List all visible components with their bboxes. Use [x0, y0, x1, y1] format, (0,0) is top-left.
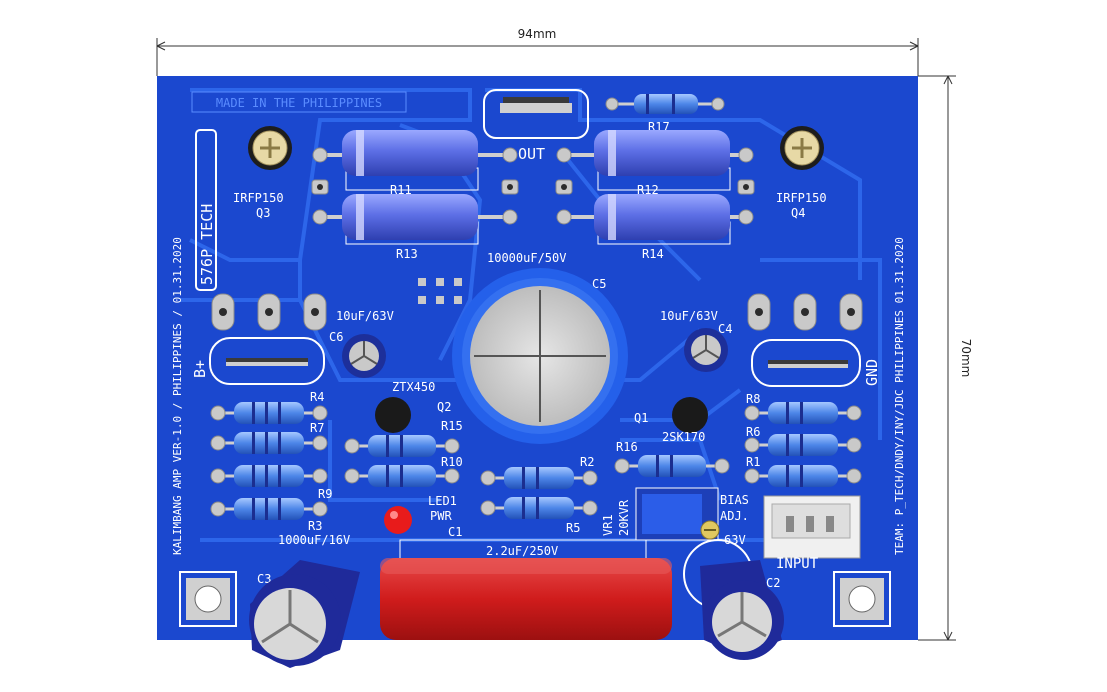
resistor-r3: R3	[210, 498, 328, 533]
label-r5: R5	[566, 521, 580, 535]
terminal-bplus: B+	[191, 293, 327, 385]
transistor-q1: Q1 2SK170	[634, 397, 708, 444]
label-c2: C2	[766, 576, 780, 590]
made-in-box	[191, 91, 407, 113]
label-q4: Q4	[791, 206, 805, 220]
label-r11: R11	[390, 183, 412, 197]
label-c1-value: 2.2uF/250V	[486, 544, 558, 558]
label-r13: R13	[396, 247, 418, 261]
out-connector: OUT	[483, 89, 589, 163]
label-c5-value: 10000uF/50V	[487, 251, 566, 265]
resistor-r6: R6	[744, 425, 862, 456]
label-input: INPUT	[776, 556, 819, 572]
label-c2-value: 63V	[724, 533, 746, 547]
transistor-q2: ZTX450 Q2	[375, 380, 451, 433]
width-label: 94mm	[518, 27, 557, 41]
label-c6: C6	[329, 330, 343, 344]
resistor-r9-upper: R9	[210, 465, 332, 501]
resistor-r1: R1	[744, 455, 862, 487]
capacitor-c5: 10000uF/50V C5	[452, 251, 628, 444]
label-r10: R10	[441, 455, 463, 469]
right-vertical-text: TEAM: P_TECH/DNDY/INY/JDC PHILIPPINES 01…	[893, 237, 906, 555]
screw-q4	[780, 126, 824, 170]
label-r15: R15	[441, 419, 463, 433]
label-r14: R14	[642, 247, 664, 261]
mount-hole-left	[179, 571, 237, 627]
label-bias: BIAS	[720, 493, 749, 507]
capacitor-c2: 63V C2	[683, 533, 784, 660]
resistor-r13: R13	[312, 194, 518, 261]
capacitor-c6: 10uF/63V C6	[329, 309, 394, 378]
resistor-bank-right: R8 R6 R1	[744, 392, 862, 487]
height-dimension: 70mm	[918, 75, 973, 641]
resistor-r5: R5	[480, 497, 598, 535]
width-dimension: 94mm	[156, 27, 919, 76]
label-r4: R4	[310, 390, 324, 404]
label-vr1-value: 20KVR	[617, 499, 631, 536]
label-gnd: GND	[863, 359, 881, 386]
capacitor-c3: 1000uF/16V C3	[249, 533, 360, 668]
resistor-r17: R17	[605, 94, 725, 134]
trimmer-vr1: VR1 20KVR BIAS ADJ.	[601, 487, 749, 541]
screw-q3	[248, 126, 292, 170]
label-out: OUT	[518, 145, 545, 163]
resistor-r16: R16	[614, 440, 730, 477]
resistor-r10: R10	[344, 455, 463, 487]
label-adj: ADJ.	[720, 509, 749, 523]
resistor-r12: R12	[556, 130, 754, 197]
made-in-text: MADE IN THE PHILIPPINES	[216, 96, 382, 110]
label-q1-part: 2SK170	[662, 430, 705, 444]
label-bplus: B+	[191, 360, 209, 378]
label-vr1: VR1	[601, 514, 615, 536]
terminal-gnd: GND	[747, 293, 881, 387]
label-r3: R3	[308, 519, 322, 533]
label-r2: R2	[580, 455, 594, 469]
label-c4-value: 10uF/63V	[660, 309, 718, 323]
resistor-r11: R11	[312, 130, 518, 197]
label-r6: R6	[746, 425, 760, 439]
label-q1: Q1	[634, 411, 648, 425]
center-pads	[311, 179, 755, 304]
label-c3: C3	[257, 572, 271, 586]
led-pwr: LED1 PWR C1	[384, 494, 462, 539]
capacitor-c4: 10uF/63V C4	[660, 309, 732, 372]
label-r1: R1	[746, 455, 760, 469]
label-r9: R9	[318, 487, 332, 501]
resistor-r4: R4	[210, 390, 328, 424]
label-r7: R7	[310, 421, 324, 435]
label-c4: C4	[718, 322, 732, 336]
label-q2: Q2	[437, 400, 451, 414]
label-c3-value: 1000uF/16V	[278, 533, 350, 547]
resistor-r14: R14	[556, 194, 754, 261]
label-pwr: PWR	[430, 509, 452, 523]
label-led1: LED1	[428, 494, 457, 508]
label-r8: R8	[746, 392, 760, 406]
label-q3: Q3	[256, 206, 270, 220]
label-r16: R16	[616, 440, 638, 454]
resistor-r15: R15	[344, 419, 463, 457]
resistor-r7: R7	[210, 421, 328, 454]
logo-box	[195, 129, 217, 291]
label-r12: R12	[637, 183, 659, 197]
resistor-bank-left: R4 R7 R9 R3	[210, 390, 332, 533]
label-ztx450: ZTX450	[392, 380, 435, 394]
label-c5: C5	[592, 277, 606, 291]
logo-text: 576P_TECH	[198, 204, 216, 285]
label-c6-value: 10uF/63V	[336, 309, 394, 323]
mount-hole-right	[833, 571, 891, 627]
label-irfp150-left: IRFP150	[233, 191, 284, 205]
height-label: 70mm	[959, 339, 973, 378]
resistor-r8: R8	[744, 392, 862, 424]
capacitor-c1: 2.2uF/250V	[380, 539, 672, 640]
left-vertical-text: KALIMBANG AMP VER-1.0 / PHILIPPINES / 01…	[171, 237, 184, 555]
label-irfp150-right: IRFP150	[776, 191, 827, 205]
label-c1: C1	[448, 525, 462, 539]
input-connector: INPUT	[763, 495, 861, 572]
resistor-r2: R2	[480, 455, 598, 489]
